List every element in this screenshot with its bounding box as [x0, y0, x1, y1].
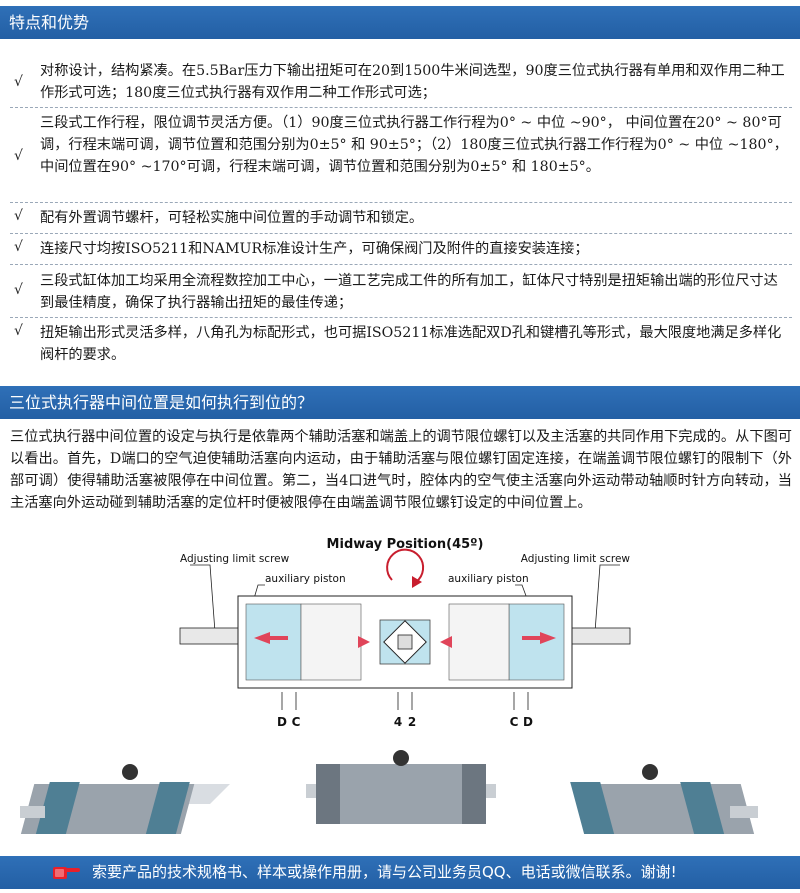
- port-label: D: [277, 715, 287, 729]
- actuator-photo-left: [20, 764, 230, 834]
- feature-text: 三段式缸体加工均采用全流程数控加工中心，一道工艺完成工件的所有加工，缸体尺寸特别…: [40, 273, 778, 311]
- divider: [10, 107, 792, 108]
- feature-text: 连接尺寸均按ISO5211和NAMUR标准设计生产，可确保阀门及附件的直接安装连…: [40, 241, 589, 257]
- port-arrows: [281, 692, 529, 710]
- left-limit-screw: [179, 627, 239, 645]
- divider: [10, 202, 792, 203]
- feature-text: 配有外置调节螺杆，可轻松实施中间位置的手动调节和锁定。: [40, 210, 424, 226]
- divider: [10, 233, 792, 234]
- actuator-photo-right: [570, 764, 758, 834]
- section-how-it-works-title: 三位式执行器中间位置是如何执行到位的？: [9, 393, 314, 412]
- contact-footer: 索要产品的技术规格书、样本或操作用册，请与公司业务员QQ、电话或微信联系。谢谢!: [0, 856, 800, 889]
- divider: [10, 317, 792, 318]
- port-label: 2: [408, 715, 416, 729]
- right-limit-screw: [571, 627, 631, 645]
- check-icon: √: [14, 323, 23, 339]
- right-screw-label: Adjusting limit screw: [521, 553, 631, 565]
- feature-text: 扭矩输出形式灵活多样，八角孔为标配形式，也可据ISO5211标准选配双D孔和键槽…: [40, 325, 782, 363]
- port-label: 4: [394, 715, 402, 729]
- right-chamber: [508, 603, 565, 681]
- port-label: C: [292, 715, 301, 729]
- explanation-paragraph: 三位式执行器中间位置的设定与执行是依靠两个辅助活塞和端盖上的调节限位螺钉以及主活…: [10, 429, 792, 511]
- pinion-square: [397, 634, 413, 650]
- air-flow-arrows: [254, 632, 556, 648]
- feature-text: 对称设计，结构紧凑。在5.5Bar压力下输出扭矩可在20到1500牛米间选型，9…: [40, 63, 785, 101]
- left-chamber: [245, 603, 302, 681]
- check-icon: √: [14, 74, 23, 90]
- feature-text: 三段式工作行程，限位调节灵活方便。（1）90度三位式执行器工作行程为0° ~ 中…: [40, 115, 788, 175]
- left-piston-label: auxiliary piston: [265, 573, 346, 585]
- rotation-arrow-head: [412, 576, 422, 588]
- check-icon: √: [14, 239, 23, 255]
- port-label: D: [523, 715, 533, 729]
- left-screw-label: Adjusting limit screw: [180, 553, 290, 565]
- midway-position-diagram: Midway Position(45º) Adjusting limit scr…: [179, 537, 631, 729]
- pointing-hand-icon: [53, 867, 80, 879]
- actuator-photo-center: [306, 750, 496, 824]
- section-features-title: 特点和优势: [9, 13, 90, 32]
- right-auxiliary-piston: [448, 603, 510, 681]
- diagram-title: Midway Position(45º): [327, 537, 484, 552]
- check-icon: √: [14, 208, 23, 224]
- rotation-arrow: [386, 548, 425, 583]
- check-icon: √: [14, 282, 23, 298]
- port-label: C: [510, 715, 519, 729]
- section-how-it-works-header: 三位式执行器中间位置是如何执行到位的？: [0, 386, 800, 419]
- check-icon: √: [14, 148, 23, 164]
- section-features-header: 特点和优势: [0, 6, 800, 39]
- divider: [10, 264, 792, 265]
- footer-text: 索要产品的技术规格书、样本或操作用册，请与公司业务员QQ、电话或微信联系。谢谢!: [92, 863, 677, 881]
- left-auxiliary-piston: [300, 603, 362, 681]
- right-piston-label: auxiliary piston: [448, 573, 529, 585]
